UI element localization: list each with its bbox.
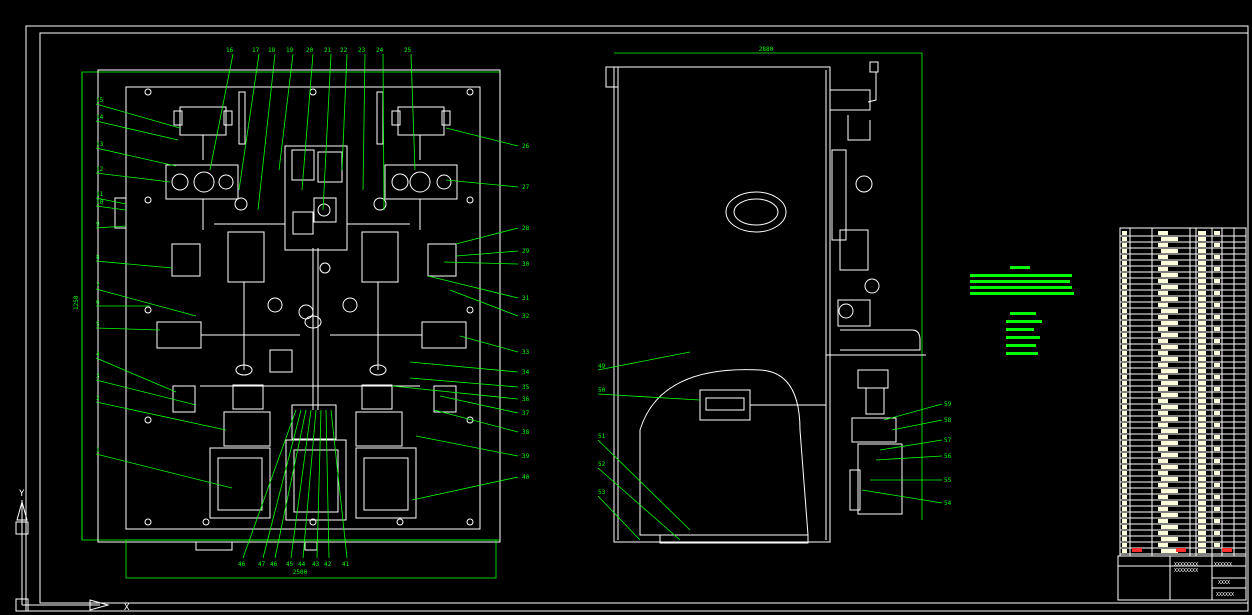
part-label-top: 18: [268, 47, 276, 54]
technical-notes: [970, 266, 1074, 355]
part-label-right: 37: [522, 410, 530, 417]
part-label-bottom: 42: [324, 561, 332, 568]
side-label-left: 49: [598, 363, 606, 370]
part-label-top: 22: [340, 47, 348, 54]
part-label-right: 33: [522, 349, 530, 356]
part-label-left: 10: [96, 199, 104, 206]
part-label-right: 30: [522, 261, 530, 268]
part-label-bottom: 46: [270, 561, 278, 568]
ucs-axis-icon: Y X: [15, 489, 130, 613]
part-label-bottom: 46: [238, 561, 246, 568]
part-label-right: 31: [522, 295, 530, 302]
side-width-dim: 2880: [759, 46, 774, 53]
part-label-top: 19: [286, 47, 294, 54]
outer-border: [25, 25, 1249, 612]
part-label-left: 8: [96, 254, 100, 261]
part-label-top: 23: [358, 47, 366, 54]
part-label-top: 17: [252, 47, 260, 54]
part-label-top: 20: [306, 47, 314, 54]
part-label-left: 13: [96, 141, 104, 148]
part-label-top: 24: [376, 47, 384, 54]
part-label-right: 28: [522, 225, 530, 232]
parts-list-table: [1119, 227, 1247, 557]
part-label-right: 32: [522, 313, 530, 320]
part-label-left: 5: [96, 321, 100, 328]
part-label-bottom: 47: [258, 561, 266, 568]
part-label-bottom: 45: [286, 561, 294, 568]
drawing-code: XXXXXX: [1216, 592, 1234, 598]
part-label-bottom: 41: [342, 561, 350, 568]
front-width-dim: 2500: [293, 569, 308, 576]
part-label-right: 39: [522, 453, 530, 460]
part-label-left: 15: [96, 97, 104, 104]
side-label-right: 54: [944, 500, 952, 507]
part-label-left: 7: [96, 282, 100, 289]
part-label-right: 38: [522, 429, 530, 436]
side-label-right: 58: [944, 417, 952, 424]
front-height-dim: 1250: [73, 295, 80, 310]
part-label-top: 16: [226, 47, 234, 54]
part-label-right: 40: [522, 474, 530, 481]
front-view: 1250 2500: [73, 69, 501, 579]
title-line-1: XXXXXXXX: [1174, 562, 1198, 568]
side-label-left: 51: [598, 433, 606, 440]
part-label-bottom: 43: [312, 561, 320, 568]
side-view: 2880: [605, 46, 926, 544]
part-label-left: 12: [96, 166, 104, 173]
part-label-right: 29: [522, 248, 530, 255]
part-label-left: 3: [96, 373, 100, 380]
part-label-right: 34: [522, 369, 530, 376]
part-label-top: 21: [324, 47, 332, 54]
side-label-right: 57: [944, 437, 952, 444]
inner-border: [39, 32, 1249, 604]
part-label-right: 27: [522, 184, 530, 191]
side-leaders: 49 50 51 52 53 59 58 57 56 55 54: [597, 351, 952, 541]
drawing-name: XXXX: [1218, 580, 1230, 586]
part-label-left: 6: [96, 299, 100, 306]
side-label-right: 55: [944, 477, 952, 484]
title-line-3: XXXXXX: [1214, 562, 1232, 568]
part-label-left: 1: [96, 447, 100, 454]
part-label-left: 11: [96, 191, 104, 198]
part-label-left: 2: [96, 395, 100, 402]
part-label-right: 35: [522, 384, 530, 391]
title-line-2: XXXXXXXX: [1174, 568, 1198, 574]
part-label-right: 26: [522, 143, 530, 150]
part-label-top: 25: [404, 47, 412, 54]
title-block: XXXXXXXX XXXXXXXX XXXXXX XXXX XXXXXX: [1117, 555, 1247, 601]
axis-y-label: Y: [19, 489, 25, 499]
part-label-left: 4: [96, 351, 100, 358]
side-label-left: 53: [598, 489, 606, 496]
axis-x-label: X: [124, 603, 130, 613]
part-label-right: 36: [522, 396, 530, 403]
part-label-left: 14: [96, 114, 104, 121]
side-label-left: 50: [598, 387, 606, 394]
part-label-bottom: 44: [298, 561, 306, 568]
side-label-right: 56: [944, 453, 952, 460]
side-label-right: 59: [944, 401, 952, 408]
part-label-left: 9: [96, 221, 100, 228]
side-label-left: 52: [598, 461, 606, 468]
